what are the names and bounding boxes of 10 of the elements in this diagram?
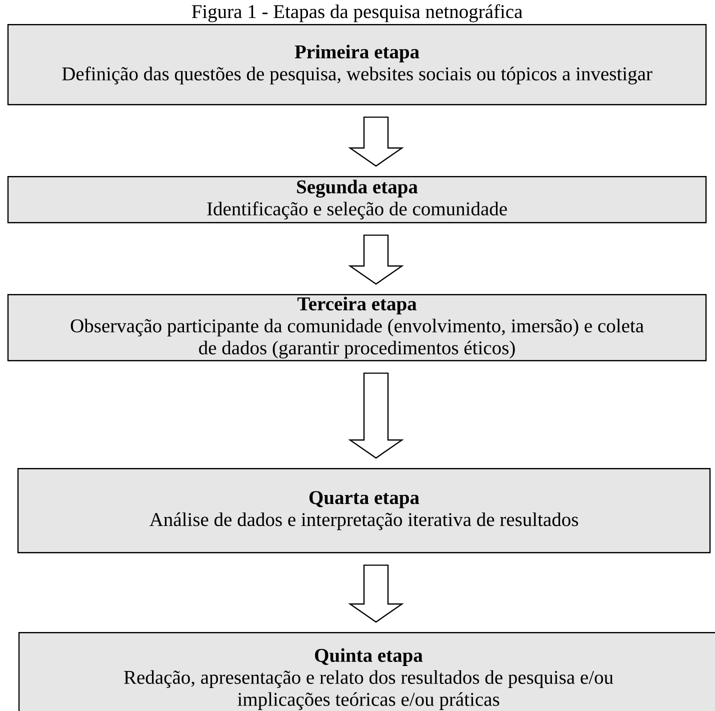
step-box: Quinta etapa Redação, apresentação e relato dos resultados de pesquisa e/ou implicações teóricas e/ou práticas [18, 632, 715, 711]
block-arrow [348, 372, 404, 459]
step-box: Terceira etapa Observação participante da comunidade (envolvimento, imersão) e coleta de dados (garantir procedimentos éticos) [7, 294, 707, 362]
step-box: Quarta etapa Análise de dados e interpretação iterativa de resultados [17, 468, 711, 554]
block-arrow [348, 234, 404, 285]
step-box: Segunda etapa Identificação e seleção de comunidade [7, 176, 707, 224]
block-arrow [348, 564, 404, 623]
figure-title: Figura 1 - Etapas da pesquisa netnográfica [192, 4, 522, 22]
block-arrow [348, 116, 404, 167]
step-box: Primeira etapa Definição das questões de pesquisa, websites sociais ou tópicos a investigar [7, 24, 707, 106]
